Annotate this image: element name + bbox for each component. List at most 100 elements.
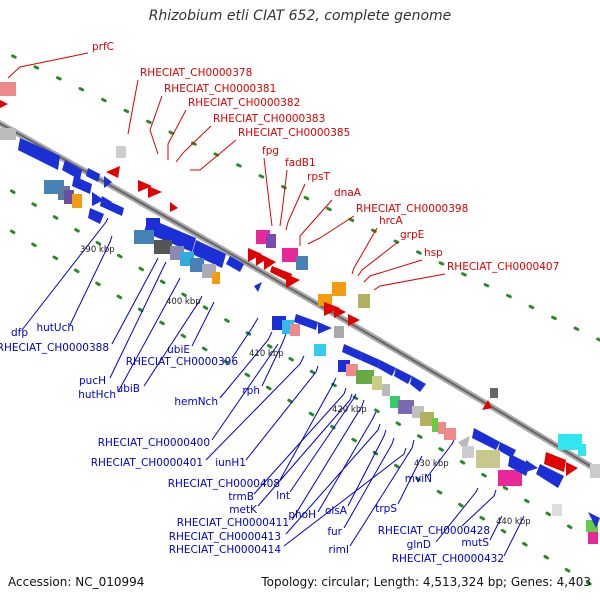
top-gene-label: RHECIAT_CH0000382 xyxy=(188,97,300,109)
bottom-gene-label: metK xyxy=(229,504,258,516)
bottom-gene-label: RHECIAT_CH0000388 xyxy=(0,342,109,354)
top-leader-line xyxy=(149,95,163,155)
bottom-leader-line xyxy=(117,277,181,393)
bottom-leader-line xyxy=(219,331,273,399)
bottom-gene-label: olsA xyxy=(325,505,348,517)
bottom-gene-label: rimI xyxy=(328,544,349,556)
bottom-gene-label: hutUch xyxy=(36,322,74,334)
bottom-leader-line xyxy=(211,343,279,441)
top-leader-line xyxy=(190,139,237,171)
bottom-gene-label: RHECIAT_CH0000411 xyxy=(177,517,289,529)
top-label-leaders xyxy=(7,52,446,291)
bottom-leader-line xyxy=(279,377,337,481)
bottom-gene-label: pucH xyxy=(79,375,106,387)
top-gene-label: RHECIAT_CH0000385 xyxy=(238,127,350,139)
bottom-gene-label: iunH1 xyxy=(215,457,246,469)
kbp-tick-label: 420 kbp xyxy=(332,405,367,415)
top-leader-line xyxy=(351,227,378,275)
top-gene-label: RHECIAT_CH0000378 xyxy=(140,67,252,79)
accession-text: Accession: NC_010994 xyxy=(8,575,145,589)
top-gene-label: fadB1 xyxy=(285,157,316,169)
top-gene-label: hsp xyxy=(424,247,443,259)
bottom-leader-line xyxy=(283,447,407,547)
bottom-leader-line xyxy=(253,387,347,495)
bottom-leader-line xyxy=(231,317,259,359)
top-leader-line xyxy=(285,183,306,231)
bottom-gene-label: RHECIAT_CH0000401 xyxy=(91,457,203,469)
bottom-leader-line xyxy=(69,235,113,326)
top-gene-label: RHECIAT_CH0000407 xyxy=(447,261,559,273)
bottom-leader-line xyxy=(349,439,415,547)
guide-tracks xyxy=(0,48,600,592)
topology-text: Topology: circular; Length: 4,513,324 bp… xyxy=(261,575,591,589)
bottom-leader-line xyxy=(245,365,319,461)
top-gene-label: prfC xyxy=(92,41,114,53)
kbp-tick-labels: 390 kbp 400 kbp 410 kbp 420 kbp 430 kbp 440 k… xyxy=(80,245,531,527)
top-leader-line xyxy=(299,199,333,246)
bottom-leader-line xyxy=(489,515,503,541)
top-gene-labels: prfC RHECIAT_CH0000378RHECIAT_CH0000381RH… xyxy=(92,41,559,273)
top-leader-line xyxy=(307,215,355,245)
top-leader-line xyxy=(363,259,423,283)
bottom-leader-line xyxy=(205,355,305,461)
bottom-leader-line xyxy=(289,393,357,493)
top-gene-label: dnaA xyxy=(334,187,362,199)
bottom-gene-label: mutS xyxy=(461,537,489,549)
bottom-leader-line xyxy=(191,301,215,347)
bottom-gene-label: hutHch xyxy=(78,389,116,401)
bottom-leader-line xyxy=(291,399,365,521)
bottom-gene-label: trmB xyxy=(228,491,254,503)
bottom-gene-label: glnD xyxy=(407,539,431,551)
bottom-gene-label: RHECIAT_CH0000408 xyxy=(168,478,280,490)
top-leader-line xyxy=(175,125,212,163)
bottom-gene-label: lnt xyxy=(276,490,290,502)
bottom-leader-line xyxy=(343,437,395,529)
bottom-leader-line xyxy=(435,487,479,543)
kbp-tick-label: 430 kbp xyxy=(414,459,449,469)
kbp-tick-label: 410 kbp xyxy=(249,349,284,359)
top-gene-label: fpg xyxy=(262,145,279,157)
bottom-label-leaders xyxy=(21,217,525,557)
bottom-leader-line xyxy=(347,429,387,507)
top-leader-line xyxy=(167,109,187,160)
kbp-tick-label: 390 kbp xyxy=(80,245,115,255)
bottom-leader-line xyxy=(261,333,287,387)
top-leader-line xyxy=(127,79,139,135)
bottom-gene-label: RHECIAT_CH0000432 xyxy=(392,553,504,565)
bottom-gene-label: hemNch xyxy=(174,396,218,408)
bottom-gene-label: RHECIAT_CH0000400 xyxy=(98,437,210,449)
bottom-gene-label: phoH xyxy=(288,509,316,521)
bottom-leader-line xyxy=(317,411,377,513)
bottom-gene-label: ubiE xyxy=(167,344,190,356)
bottom-gene-label: RHECIAT_CH0000413 xyxy=(169,531,281,543)
top-leader-line xyxy=(263,157,273,227)
top-gene-label: RHECIAT_CH0000383 xyxy=(213,113,325,125)
top-gene-label: grpE xyxy=(400,229,424,241)
gene-features xyxy=(0,82,600,544)
bottom-gene-label: RHECIAT_CH0000414 xyxy=(169,544,282,556)
bottom-leader-line xyxy=(143,295,203,387)
bottom-gene-label: mviN xyxy=(405,473,432,485)
bottom-gene-label: RHECIAT_CH0000428 xyxy=(378,525,490,537)
map-title: Rhizobium etli CIAT 652, complete genome xyxy=(148,8,452,24)
top-gene-label: rpsT xyxy=(307,171,330,183)
bottom-leader-line xyxy=(427,439,455,477)
bottom-gene-label: rph xyxy=(242,385,260,397)
bottom-gene-label: fur xyxy=(327,526,342,538)
bottom-leader-line xyxy=(109,261,167,379)
bottom-leader-line xyxy=(21,217,109,331)
bottom-gene-label: RHECIAT_CH0000396 xyxy=(126,356,239,368)
bottom-leader-line xyxy=(111,257,159,345)
bottom-leader-line xyxy=(257,393,353,507)
kbp-tick-label: 440 kbp xyxy=(496,517,531,527)
bottom-gene-label: dfp xyxy=(11,327,28,339)
genome-backbone xyxy=(0,120,600,476)
top-gene-label: RHECIAT_CH0000381 xyxy=(164,83,276,95)
bottom-leader-line xyxy=(461,489,497,527)
bottom-leader-line xyxy=(397,455,423,505)
bottom-gene-label: ubiB xyxy=(117,383,140,395)
kbp-tick-label: 400 kbp xyxy=(166,297,201,307)
top-leader-line xyxy=(279,169,288,227)
